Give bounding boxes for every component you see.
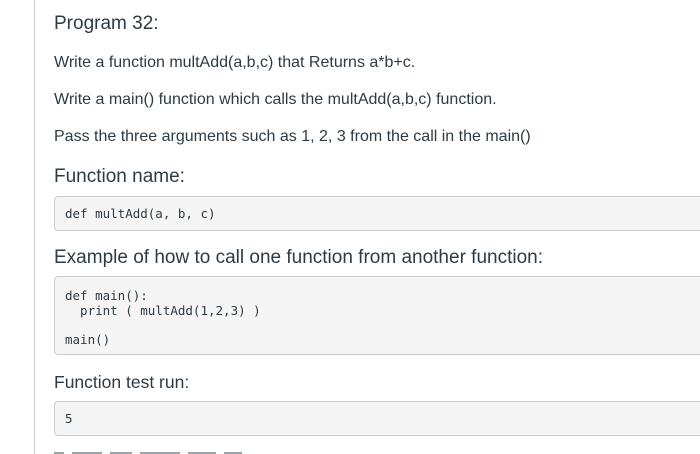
instruction-1: Write a function multAdd(a,b,c) that Ret… (54, 54, 416, 71)
example-heading: Example of how to call one function from… (54, 247, 543, 268)
code-line: def main(): (65, 288, 148, 303)
instruction-2: Write a main() function which calls the … (54, 91, 497, 108)
output-line: 5 (65, 411, 73, 426)
program-title: Program 32: (54, 13, 159, 34)
test-run-output-block: 5 (54, 401, 700, 436)
code-line: def multAdd(a, b, c) (65, 206, 216, 221)
cut-off-glyph (110, 452, 132, 454)
left-border (34, 0, 35, 454)
cut-off-glyph (140, 452, 180, 454)
cut-off-glyph (72, 452, 102, 454)
instruction-3: Pass the three arguments such as 1, 2, 3… (54, 128, 531, 145)
code-line: main() (65, 332, 111, 347)
function-name-heading: Function name: (54, 166, 185, 187)
cut-off-glyph (188, 452, 216, 454)
cut-off-text-line (54, 449, 254, 454)
function-name-code-block: def multAdd(a, b, c) (54, 196, 700, 231)
cut-off-glyph (54, 452, 64, 454)
cut-off-glyph (224, 452, 242, 454)
test-run-heading: Function test run: (54, 372, 190, 392)
example-code-block: def main(): print ( multAdd(1,2,3) ) mai… (54, 276, 700, 355)
code-line: print ( multAdd(1,2,3) ) (65, 303, 261, 318)
